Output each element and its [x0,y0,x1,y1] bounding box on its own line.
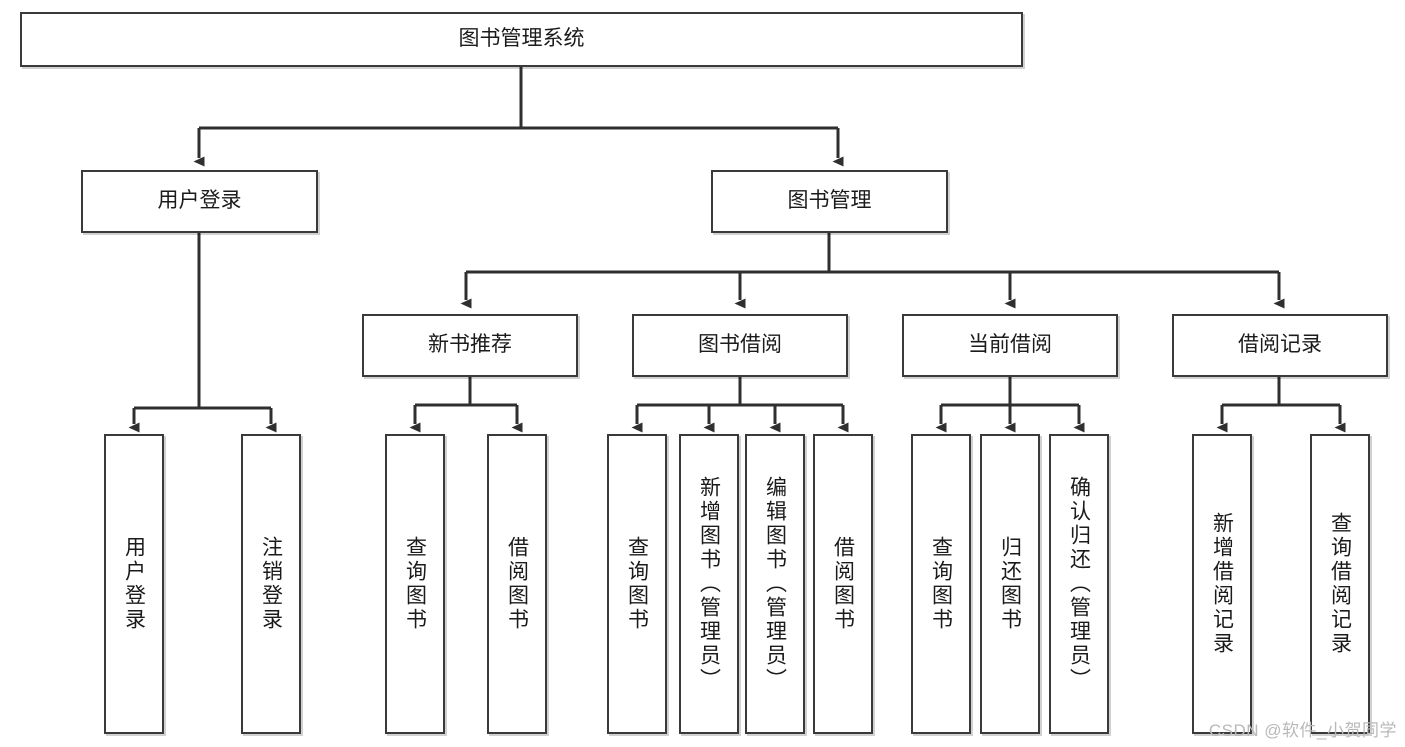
node-current-borrow-label: 当前借阅 [968,333,1052,357]
node-leaf-logout-login[interactable]: 注销登录 [241,434,301,734]
node-leaf-add-record[interactable]: 新增借阅记录 [1192,434,1252,734]
node-book-borrow[interactable]: 图书借阅 [632,314,848,377]
node-borrow-record[interactable]: 借阅记录 [1172,314,1388,377]
node-leaf-borrow-book-1[interactable]: 借阅图书 [487,434,547,734]
node-leaf-query-record-label: 查询借阅记录 [1328,512,1352,656]
node-leaf-query-book-3-label: 查询图书 [929,536,953,632]
node-book-borrow-label: 图书借阅 [698,333,782,357]
node-leaf-user-login-label: 用户登录 [122,536,146,632]
node-leaf-query-book-1-label: 查询图书 [403,536,427,632]
node-root[interactable]: 图书管理系统 [20,12,1023,67]
node-borrow-record-label: 借阅记录 [1238,333,1322,357]
node-leaf-return-book[interactable]: 归还图书 [980,434,1040,734]
node-leaf-confirm-return-label: 确认归还（管理员） [1067,476,1091,692]
node-leaf-add-book-label: 新增图书（管理员） [697,476,721,692]
node-leaf-query-book-1[interactable]: 查询图书 [385,434,445,734]
node-leaf-confirm-return[interactable]: 确认归还（管理员） [1049,434,1109,734]
node-leaf-user-login[interactable]: 用户登录 [104,434,164,734]
node-user-login[interactable]: 用户登录 [81,170,318,233]
node-user-login-label: 用户登录 [157,189,242,213]
node-leaf-query-book-2[interactable]: 查询图书 [607,434,667,734]
node-leaf-edit-book[interactable]: 编辑图书（管理员） [745,434,805,734]
node-leaf-logout-login-label: 注销登录 [259,536,283,632]
watermark-text: CSDN @软件_小贺同学 [1208,721,1397,740]
node-leaf-edit-book-label: 编辑图书（管理员） [763,476,787,692]
node-root-label: 图书管理系统 [458,27,585,51]
node-leaf-add-book[interactable]: 新增图书（管理员） [679,434,739,734]
node-leaf-query-book-3[interactable]: 查询图书 [911,434,971,734]
node-leaf-borrow-book-2[interactable]: 借阅图书 [813,434,873,734]
node-current-borrow[interactable]: 当前借阅 [902,314,1118,377]
node-book-management[interactable]: 图书管理 [711,170,948,233]
node-leaf-return-book-label: 归还图书 [998,536,1022,632]
node-leaf-borrow-book-2-label: 借阅图书 [831,536,855,632]
node-leaf-query-record[interactable]: 查询借阅记录 [1310,434,1370,734]
node-leaf-add-record-label: 新增借阅记录 [1210,512,1234,656]
node-new-book-recommend[interactable]: 新书推荐 [362,314,578,377]
node-new-book-recommend-label: 新书推荐 [428,333,512,357]
node-leaf-borrow-book-1-label: 借阅图书 [505,536,529,632]
node-leaf-query-book-2-label: 查询图书 [625,536,649,632]
node-book-management-label: 图书管理 [787,189,872,213]
